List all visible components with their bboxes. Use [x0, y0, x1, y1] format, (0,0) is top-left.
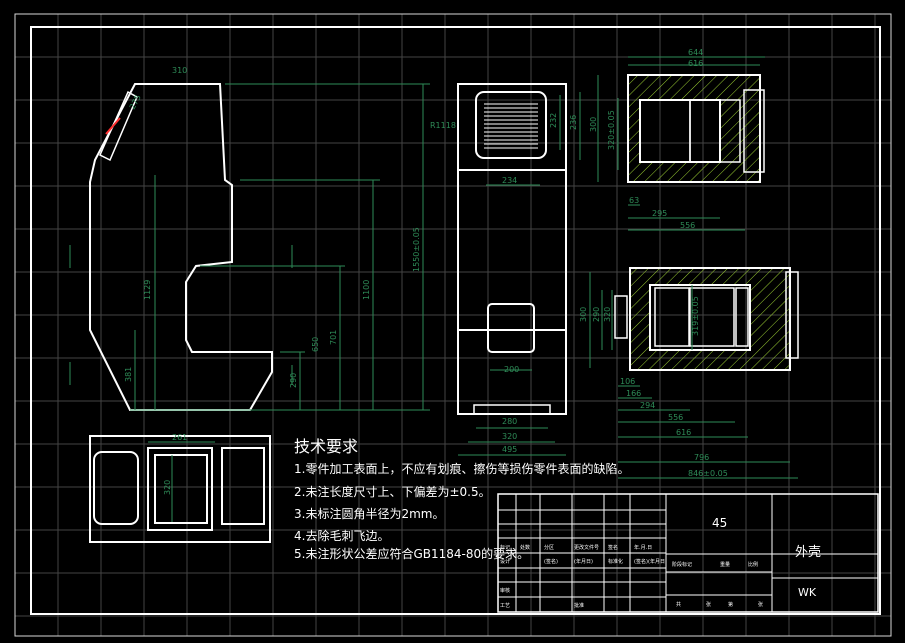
dim-mr-106: 106	[620, 377, 635, 386]
top-right-dimensions	[597, 56, 765, 231]
front-view	[457, 83, 567, 415]
tb-standard-date: (年月日)	[648, 558, 667, 565]
dim-mr-846: 846±0.05	[688, 469, 728, 478]
dim-tr-616: 616	[688, 59, 703, 68]
dim-main-1100: 1100	[362, 280, 371, 300]
dim-mr-300: 300	[579, 307, 588, 322]
tb-header-zone: 分区	[544, 544, 554, 551]
drawing-border-inner	[30, 26, 881, 615]
mid-right-section-view	[614, 267, 799, 371]
tb-design: 设计	[500, 558, 510, 565]
dim-front-200: 200	[504, 365, 519, 374]
dim-front-236: 236	[569, 115, 578, 130]
tech-note-4: 4.去除毛刺飞边。	[294, 529, 390, 543]
front-view-vents	[484, 103, 538, 149]
drawing-code: WK	[798, 586, 817, 599]
dim-tr-320: 320±0.05	[607, 110, 616, 150]
top-right-section-view	[627, 74, 765, 183]
tb-sheet-unit1: 张	[706, 601, 711, 608]
tb-header-sign: 签名	[608, 544, 618, 551]
dim-main-290: 290	[289, 373, 298, 388]
tech-note-2: 2.未注长度尺寸上、下偏差为±0.5。	[294, 485, 491, 499]
dim-tr-295: 295	[652, 209, 667, 218]
dim-main-701: 701	[329, 330, 338, 345]
dim-tr-63: 63	[629, 196, 639, 205]
tb-sheet-no: 第	[728, 601, 733, 608]
tb-approve: 批准	[574, 602, 584, 609]
tb-stage: 阶段标记	[672, 561, 692, 568]
tb-header-file: 更改文件号	[574, 544, 599, 551]
dim-main-1550: 1550±0.05	[412, 227, 421, 272]
tech-note-5: 5.未注形状公差应符合GB1184-80的要求。	[294, 547, 530, 561]
dim-front-320: 320	[502, 432, 517, 441]
dim-front-232: 232	[549, 113, 558, 128]
material-label: 45	[712, 516, 727, 530]
tb-header-count: 处数	[520, 544, 530, 551]
dim-mr-556: 556	[668, 413, 683, 422]
dim-mr-319: 319±0.05	[691, 296, 700, 336]
dim-front-234: 234	[502, 176, 517, 185]
drawing-border-outer	[14, 13, 892, 637]
tech-requirements-title: 技术要求	[294, 437, 359, 456]
tb-standard: 标准化	[608, 558, 623, 565]
tech-note-3: 3.未标注圆角半径为2mm。	[294, 507, 445, 521]
dim-front-280: 280	[502, 417, 517, 426]
front-view-dimensions	[458, 92, 581, 456]
dim-mr-294: 294	[640, 401, 655, 410]
tech-note-1: 1.零件加工表面上，不应有划痕、擦伤等损伤零件表面的缺陷。	[294, 462, 630, 476]
dim-tr-644: 644	[688, 48, 703, 57]
dim-mr-616: 616	[676, 428, 691, 437]
dim-bl-261: 261	[172, 433, 187, 442]
dim-mr-796: 796	[694, 453, 709, 462]
dim-main-1129: 1129	[143, 280, 152, 300]
accent-mark	[105, 117, 121, 135]
bottom-left-top-view	[89, 435, 271, 543]
dim-main-381: 381	[124, 367, 133, 382]
dim-front-495: 495	[502, 445, 517, 454]
main-view-dimensions	[69, 83, 430, 411]
tb-process: 工艺	[500, 603, 510, 609]
dim-tr-556: 556	[680, 221, 695, 230]
tb-header-date: 年.月.日	[634, 544, 652, 551]
tb-sheet-total: 共	[676, 601, 681, 608]
tb-sheet-unit2: 张	[758, 601, 763, 608]
dim-front-r: R1118	[430, 121, 456, 130]
part-name: 外壳	[795, 545, 821, 560]
dim-bl-320: 320	[163, 480, 172, 495]
tb-review: 审核	[500, 587, 510, 594]
dim-mr-290: 290	[592, 307, 601, 322]
tb-header-mark: 标记	[500, 544, 510, 551]
dim-mr-320: 320	[603, 307, 612, 322]
tb-design-sign: (签名)	[544, 558, 558, 565]
bottom-left-dimensions	[148, 441, 215, 522]
tb-design-date: (年月日)	[574, 558, 593, 565]
dim-mr-166: 166	[626, 389, 641, 398]
dim-main-310: 310	[172, 66, 187, 75]
dim-main-650: 650	[311, 337, 320, 352]
title-block	[497, 493, 879, 613]
tb-scale: 比例	[748, 561, 758, 568]
dim-tr-300: 300	[589, 117, 598, 132]
mid-right-dimensions	[589, 272, 798, 479]
tb-weight: 重量	[720, 561, 730, 568]
tb-standard-sign: (签名)	[634, 558, 648, 565]
